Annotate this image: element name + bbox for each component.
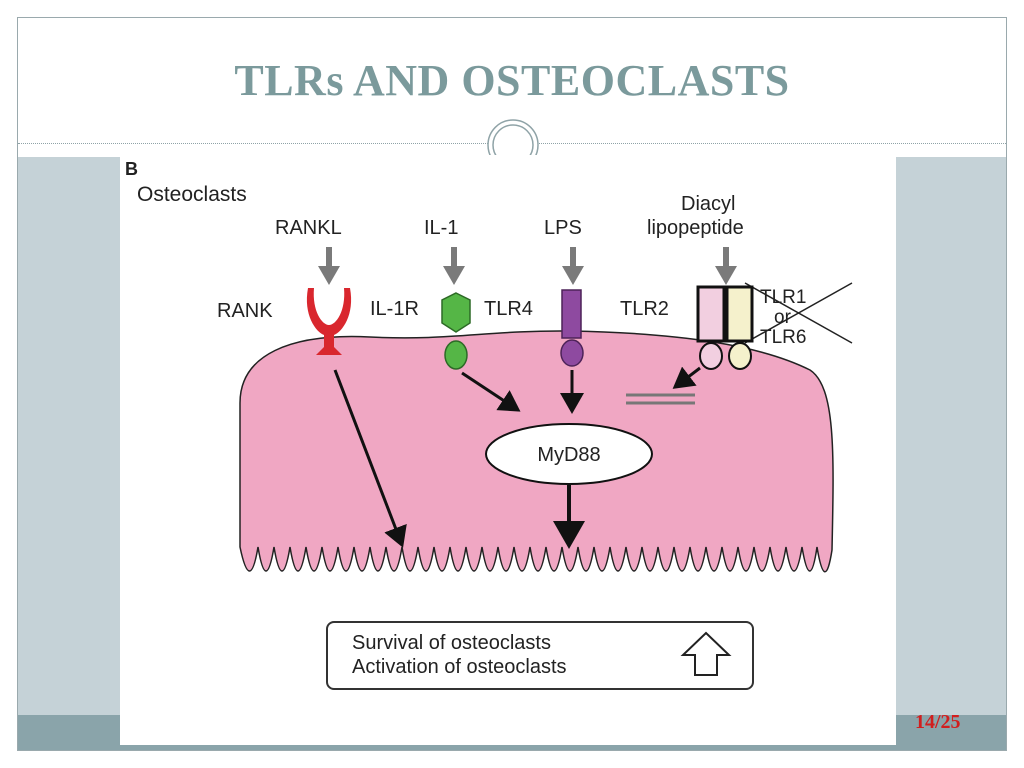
diacyl-label-line1: Diacyl [681, 193, 735, 215]
myd88-label: MyD88 [537, 444, 600, 466]
lps-label: LPS [544, 217, 582, 239]
outcome-line1: Survival of osteoclasts [352, 632, 551, 654]
tlr1-tlr6-strike [744, 282, 853, 344]
left-side-band [18, 157, 120, 715]
tlr-osteoclast-figure: B Osteoclasts RANKL IL-1 LPS Diacyl lipo… [120, 155, 896, 745]
il1-label: IL-1 [424, 217, 458, 239]
right-side-band [896, 157, 1006, 715]
or-label: or [774, 307, 792, 328]
tlr1-label: TLR1 [760, 287, 806, 308]
up-arrow-icon [680, 631, 732, 676]
il1r-label: IL-1R [370, 298, 419, 320]
diacyl-label-line2: lipopeptide [647, 217, 744, 239]
tlr6-label: TLR6 [760, 327, 806, 348]
signaling-arrows [333, 366, 701, 549]
ligand-arrows [318, 247, 737, 285]
inhibition-mark [626, 393, 695, 405]
tlr4-label: TLR4 [484, 298, 533, 320]
outcome-box [326, 621, 754, 690]
slide-title: TLRs AND OSTEOCLASTS [234, 56, 790, 105]
rankl-label: RANKL [275, 217, 342, 239]
tlr2-tlr1-receptor [696, 285, 754, 370]
panel-label: B [125, 159, 138, 179]
rank-label: RANK [217, 300, 273, 322]
rank-receptor [306, 288, 352, 355]
tlr2-label: TLR2 [620, 298, 669, 320]
page-number: 14/25 [915, 711, 961, 733]
myd88-node [485, 423, 653, 485]
circle-ornament-icon [487, 119, 539, 158]
tlr4-receptor [560, 289, 584, 367]
outcome-line2: Activation of osteoclasts [352, 656, 567, 678]
il1r-receptor [441, 292, 471, 370]
osteoclast-diagram: B Osteoclasts RANKL IL-1 LPS Diacyl lipo… [125, 159, 853, 690]
cell-type-label: Osteoclasts [137, 183, 247, 206]
